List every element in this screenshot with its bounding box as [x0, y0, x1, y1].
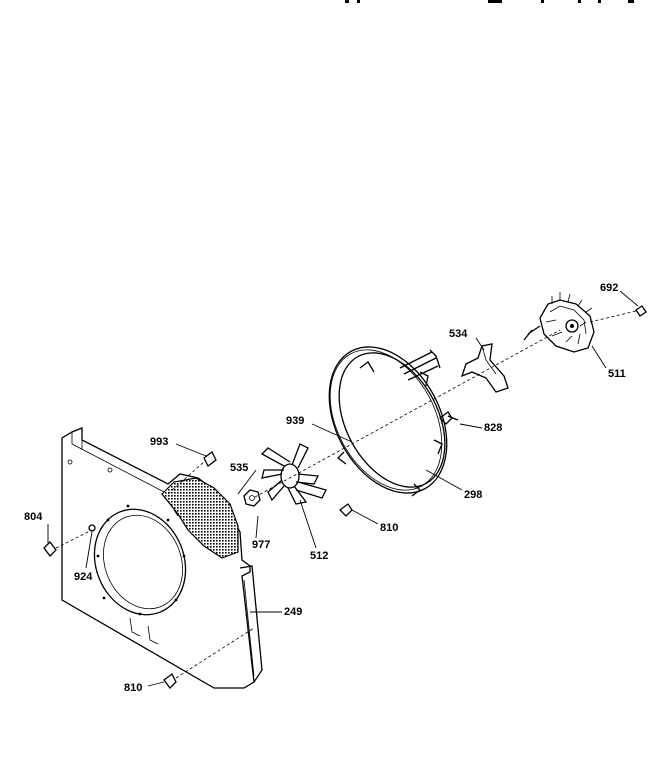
label-977: 977 — [252, 539, 270, 551]
back-panel — [61, 427, 263, 689]
label-939: 939 — [286, 415, 304, 427]
heating-element — [328, 346, 448, 497]
screen-to-panel-line — [167, 459, 207, 495]
nut-977 — [243, 489, 261, 507]
screw-810-upper — [339, 503, 353, 517]
screw-804 — [43, 529, 93, 557]
label-810-lower: 810 — [124, 682, 142, 694]
label-810-upper: 810 — [380, 522, 398, 534]
assembly-axis-line — [254, 310, 637, 498]
bracket — [460, 343, 509, 393]
mesh-screen — [161, 477, 239, 559]
screw-828 — [439, 411, 459, 425]
screw-810-lower — [163, 627, 255, 689]
fan-blade — [260, 443, 327, 505]
label-249: 249 — [284, 606, 302, 618]
label-535: 535 — [230, 462, 248, 474]
part-labels: 692 534 511 828 939 298 993 535 810 804 … — [24, 282, 626, 694]
label-804: 804 — [24, 511, 43, 523]
label-511: 511 — [608, 368, 626, 380]
screw-692 — [635, 305, 647, 317]
leader-lines — [47, 290, 639, 687]
label-692: 692 — [600, 282, 618, 294]
label-993: 993 — [150, 436, 168, 448]
clip-993 — [203, 451, 217, 467]
top-edge-artifacts — [345, 0, 634, 3]
label-534: 534 — [449, 328, 468, 340]
label-512: 512 — [310, 550, 328, 562]
motor — [523, 292, 595, 353]
label-924: 924 — [74, 571, 93, 583]
label-828: 828 — [484, 422, 502, 434]
label-298: 298 — [464, 489, 482, 501]
